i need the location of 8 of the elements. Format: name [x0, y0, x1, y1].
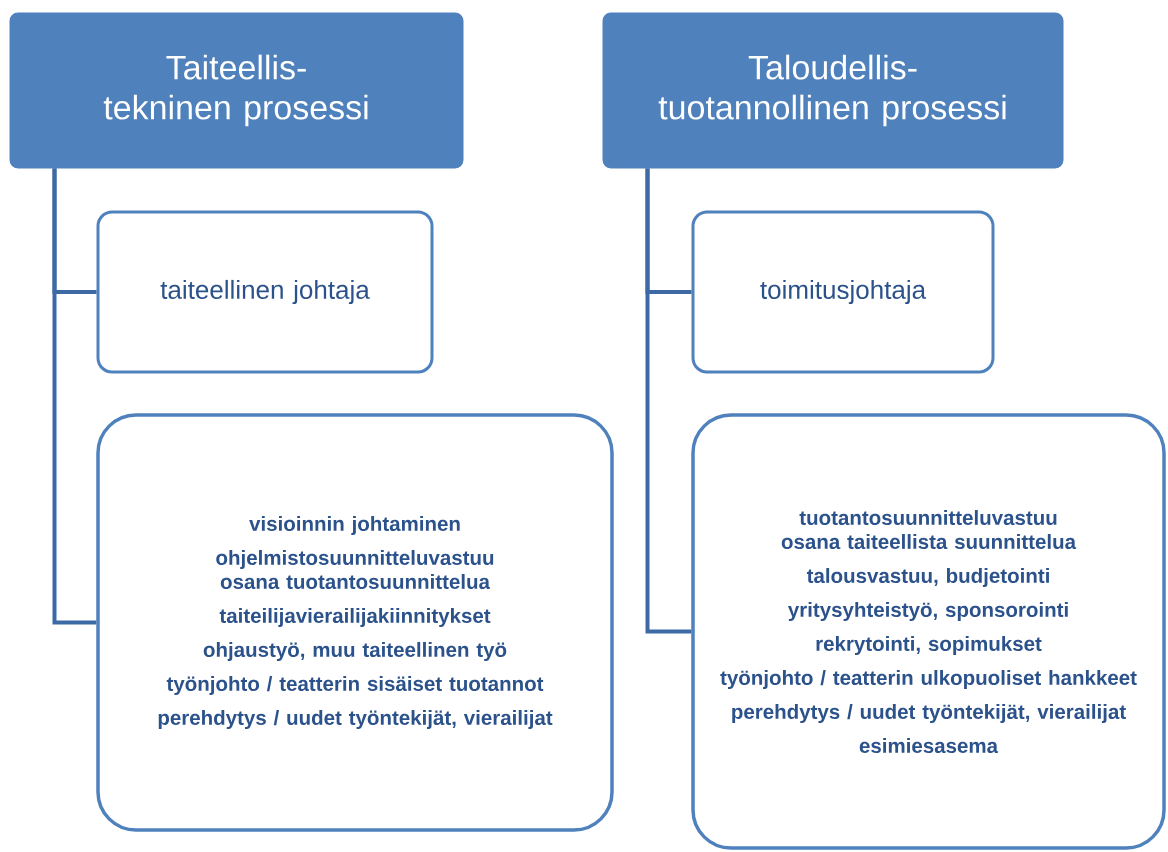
connector-line [52, 168, 97, 625]
role-box: toimitusjohtaja [691, 210, 995, 374]
task-list-box: tuotantosuunnitteluvastuu osana taiteellista suunnittelua talousvastuu, budjetointi yritysyhteistyö, sponsorointi rekrytointi, sopimukset työnjohto / teatterin ulkopuoliset hankkeet perehdytys / uudet työntekijät, vierailijat esimiesasema [691, 413, 1166, 850]
process-header-box: Taiteellis-tekninen prosessi [9, 12, 464, 169]
connector-line [645, 168, 692, 634]
process-header-box: Taloudellis- tuotannollinen prosessi [602, 12, 1064, 169]
task-list-box: visioinnin johtaminen ohjelmistosuunnitteluvastuu osana tuotantosuunnittelua taiteilijavierailijakiinnitykset ohjaustyö, muu taiteellinen työ työnjohto / teatterin sisäiset tuotannot perehdytys / uudet työntekijät, vierailijat [96, 413, 614, 832]
role-box: taiteellinen johtaja [96, 210, 434, 374]
